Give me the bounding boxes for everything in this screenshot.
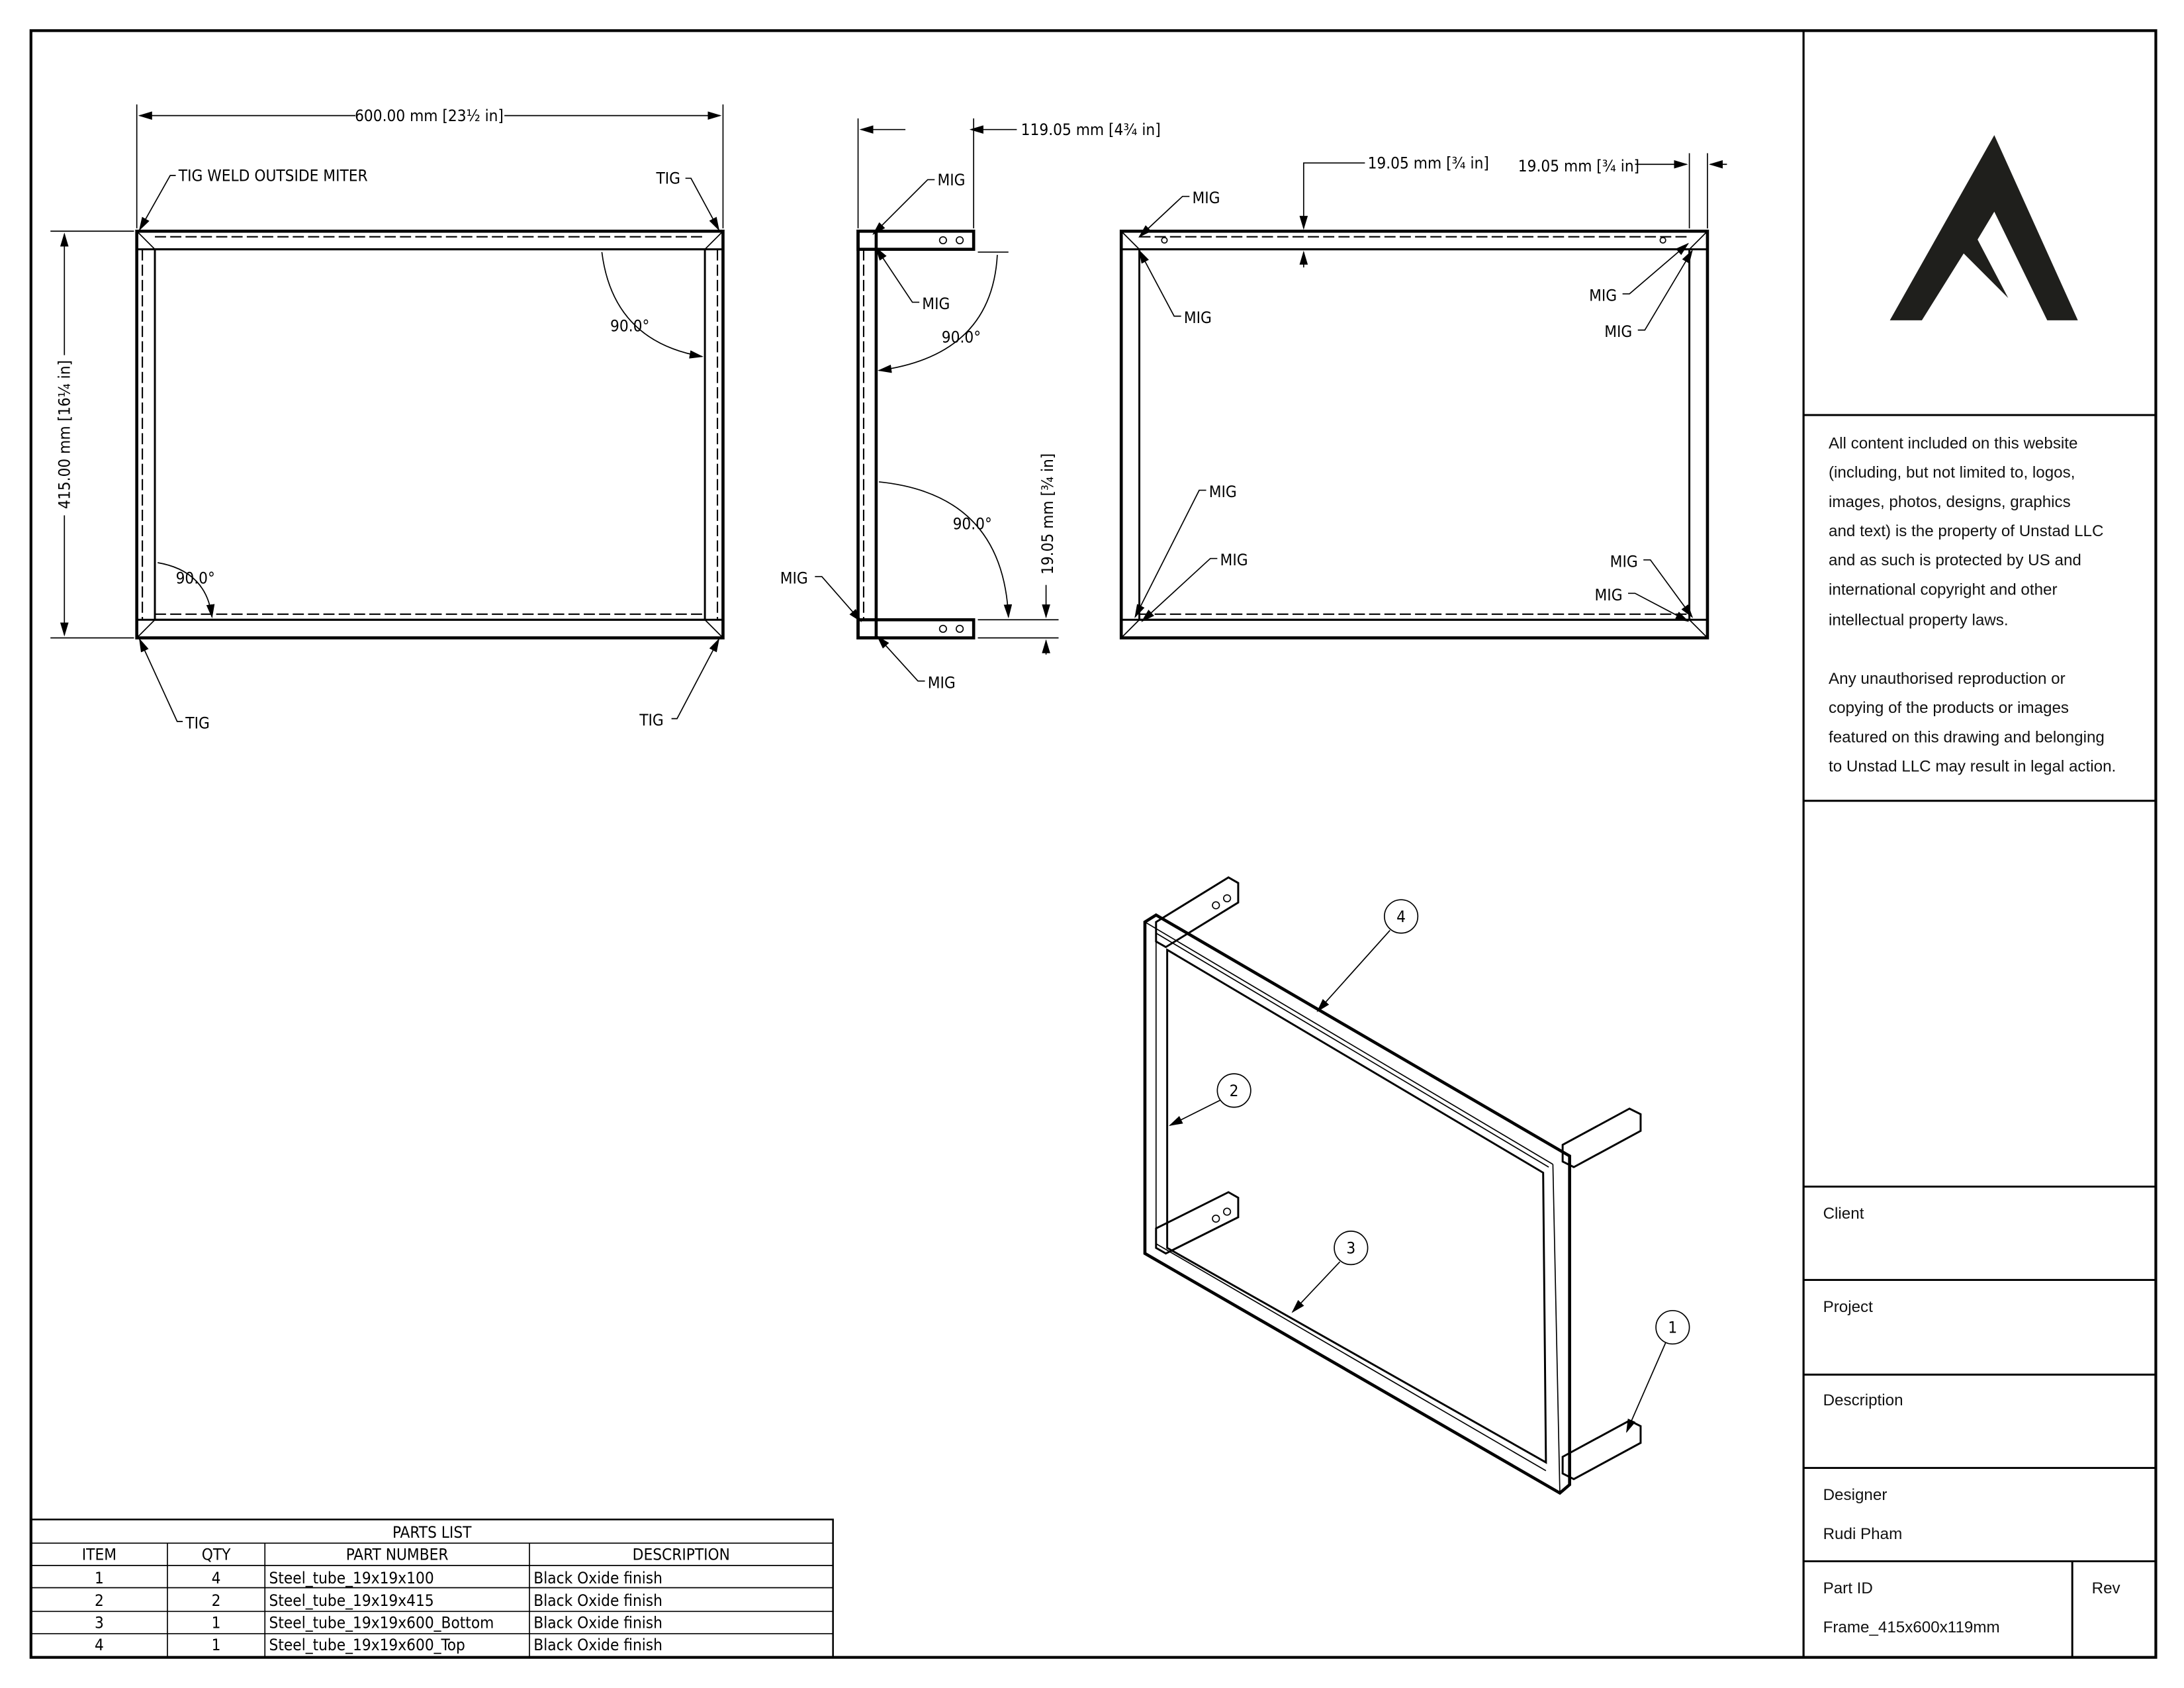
weld-note-mig: MIG [1220, 551, 1248, 569]
table-row: 1 4 Steel_tube_19x19x100 Black Oxide fin… [95, 1569, 662, 1587]
angle-label: 90.0° [176, 569, 215, 588]
table-row: 2 2 Steel_tube_19x19x415 Black Oxide fin… [95, 1591, 662, 1610]
text-line: images, photos, designs, graphics [1829, 493, 2071, 511]
top-view: 19.05 mm [¾ in] 19.05 mm [¾ in] MIG MIG … [1119, 153, 1727, 639]
tube-dimension: 19.05 mm [¾ in] [1368, 154, 1489, 173]
weld-note-mig: MIG [937, 171, 965, 189]
rev-label: Rev [2092, 1579, 2121, 1597]
weld-note-mig: MIG [1595, 586, 1623, 604]
copyright-notice: All content included on this website (in… [1829, 434, 2116, 775]
table-row: 4 1 Steel_tube_19x19x600_Top Black Oxide… [95, 1636, 662, 1654]
weld-note-tig: TIG [185, 714, 210, 732]
balloon-1: 1 [1668, 1318, 1677, 1336]
weld-note-mig: MIG [922, 295, 950, 313]
title-block: All content included on this website (in… [1802, 30, 2156, 1658]
weld-note-mig: MIG [1209, 483, 1237, 501]
part-number-cell: Steel_tube_19x19x415 [269, 1591, 434, 1610]
isometric-view: 4 2 3 1 [1143, 876, 1690, 1495]
tube-dimension: 19.05 mm [¾ in] [1038, 453, 1057, 575]
text-line: intellectual property laws. [1829, 612, 2009, 630]
description-cell: Black Oxide finish [533, 1569, 662, 1587]
column-header: PART NUMBER [346, 1545, 449, 1564]
parts-list-title: PARTS LIST [392, 1523, 472, 1542]
project-label: Project [1823, 1298, 1874, 1316]
part-id-label: Part ID [1823, 1579, 1873, 1597]
text-line: copying of the products or images [1829, 699, 2069, 717]
text-line: international copyright and other [1829, 581, 2058, 598]
weld-note-mig: MIG [1610, 552, 1638, 571]
item-cell: 1 [95, 1569, 104, 1587]
balloon-4: 4 [1396, 908, 1406, 926]
item-cell: 2 [95, 1591, 104, 1610]
angle-label: 90.0° [610, 317, 649, 336]
part-number-cell: Steel_tube_19x19x600_Top [269, 1636, 465, 1654]
balloon-2: 2 [1230, 1082, 1239, 1100]
item-cell: 3 [95, 1614, 104, 1632]
qty-cell: 1 [212, 1614, 221, 1632]
weld-note-tig-outside-miter: TIG WELD OUTSIDE MITER [178, 167, 368, 185]
client-label: Client [1823, 1205, 1864, 1223]
weld-note-mig: MIG [780, 569, 808, 588]
text-line: and as such is protected by US and [1829, 551, 2081, 569]
column-header: ITEM [82, 1545, 116, 1564]
front-view: 600.00 mm [23½ in] 415.00 mm [16¼ in] TI… [50, 104, 725, 732]
qty-cell: 4 [212, 1569, 221, 1587]
sheet-border [29, 29, 2158, 1659]
table-row: 3 1 Steel_tube_19x19x600_Bottom Black Ox… [95, 1614, 662, 1632]
weld-note-mig: MIG [1589, 286, 1617, 305]
item-cell: 4 [95, 1636, 104, 1654]
text-line: and text) is the property of Unstad LLC [1829, 522, 2103, 540]
description-cell: Black Oxide finish [533, 1591, 662, 1610]
text-line: featured on this drawing and belonging [1829, 728, 2105, 746]
height-dimension: 415.00 mm [16¼ in] [56, 360, 74, 509]
weld-note-tig: TIG [639, 711, 664, 729]
weld-note-mig: MIG [1192, 189, 1220, 207]
weld-note-mig: MIG [1604, 322, 1632, 341]
designer-label: Designer [1823, 1486, 1888, 1504]
text-line: to Unstad LLC may result in legal action… [1829, 758, 2116, 776]
angle-label: 90.0° [942, 328, 981, 347]
text-line: (including, but not limited to, logos, [1829, 464, 2075, 482]
designer-value: Rudi Pham [1823, 1525, 1903, 1543]
text-line: All content included on this website [1829, 434, 2077, 452]
weld-note-tig: TIG [655, 169, 680, 188]
description-label: Description [1823, 1391, 1903, 1409]
weld-note-mig: MIG [1184, 308, 1212, 327]
depth-dimension: 119.05 mm [4¾ in] [1021, 120, 1161, 139]
weld-note-mig: MIG [928, 673, 956, 692]
part-id-value: Frame_415x600x119mm [1823, 1618, 2000, 1636]
angle-label: 90.0° [953, 515, 992, 534]
description-cell: Black Oxide finish [533, 1614, 662, 1632]
parts-list-table: PARTS LIST ITEM QTY PART NUMBER DESCRIPT… [30, 1519, 834, 1658]
width-dimension: 600.00 mm [23½ in] [355, 107, 504, 125]
tube-dimension: 19.05 mm [¾ in] [1518, 157, 1639, 175]
qty-cell: 1 [212, 1636, 221, 1654]
company-logo [1889, 135, 2078, 320]
qty-cell: 2 [212, 1591, 221, 1610]
part-number-cell: Steel_tube_19x19x100 [269, 1569, 434, 1587]
column-header: DESCRIPTION [633, 1545, 730, 1564]
part-number-cell: Steel_tube_19x19x600_Bottom [269, 1614, 494, 1632]
text-line: Any unauthorised reproduction or [1829, 670, 2066, 688]
side-view: 119.05 mm [4¾ in] MIG MIG MIG MIG 90.0° … [780, 118, 1161, 692]
description-cell: Black Oxide finish [533, 1636, 662, 1654]
balloon-3: 3 [1346, 1239, 1355, 1258]
column-header: QTY [202, 1545, 231, 1564]
